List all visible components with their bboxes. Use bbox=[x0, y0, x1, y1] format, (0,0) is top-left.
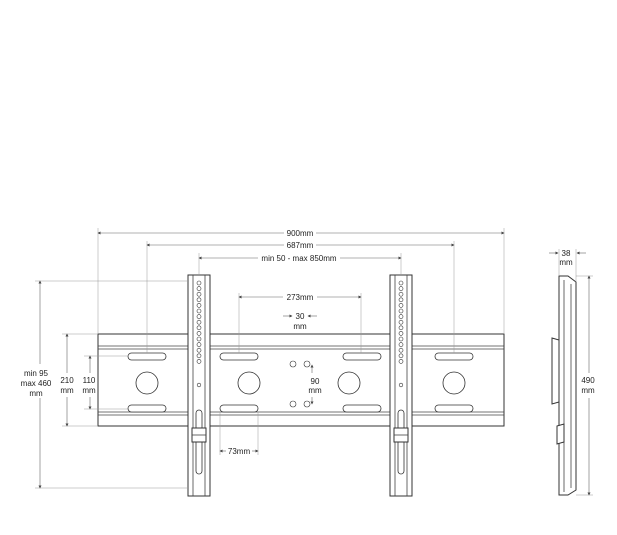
screw-hole bbox=[398, 382, 404, 388]
dim-overall-width-label: 900mm bbox=[287, 229, 314, 238]
dim-arm-spacing-label: min 50 - max 850mm bbox=[261, 254, 336, 263]
dim-outer-slot-span: 687mm bbox=[146, 241, 455, 353]
dim-height: 490 mm bbox=[576, 275, 595, 496]
dim-center-hole-v: 90 mm bbox=[308, 364, 322, 405]
dim-slot-offset: 73mm bbox=[219, 412, 259, 456]
adjustment-hole bbox=[398, 353, 404, 359]
dim-slot-span-v-unit: mm bbox=[82, 386, 96, 395]
adjustment-hole bbox=[196, 303, 202, 308]
adjustment-hole bbox=[196, 342, 202, 347]
adjustment-hole bbox=[196, 297, 202, 303]
dim-arm-height-line3: mm bbox=[29, 389, 43, 398]
dim-plate-height: 210 mm bbox=[60, 333, 98, 427]
adjustment-hole bbox=[398, 325, 404, 331]
cable-holes bbox=[135, 371, 466, 395]
dim-height-unit: mm bbox=[581, 386, 595, 395]
adjustment-hole bbox=[398, 331, 404, 336]
dim-plate-height-label: 210 bbox=[60, 376, 74, 385]
bottom-mounting-slots bbox=[127, 404, 474, 413]
dim-overall-width: 900mm bbox=[97, 228, 505, 334]
adjustment-hole bbox=[398, 303, 404, 308]
dim-depth-label: 38 bbox=[562, 249, 571, 258]
dim-slot-span-v: 110 mm bbox=[82, 355, 128, 410]
dim-plate-height-unit: mm bbox=[60, 386, 74, 395]
adjustment-hole bbox=[398, 291, 404, 297]
dim-outer-slot-span-label: 687mm bbox=[287, 241, 314, 250]
dim-depth: 38 mm bbox=[549, 249, 586, 282]
dim-center-hole-h: 30 mm bbox=[283, 312, 317, 331]
adjustment-hole bbox=[196, 286, 202, 291]
side-view bbox=[551, 275, 577, 496]
adjustment-hole bbox=[196, 331, 202, 336]
adjustment-hole bbox=[196, 319, 202, 325]
adjustment-hole bbox=[196, 280, 202, 286]
left-tv-arm bbox=[187, 274, 211, 497]
adjustment-hole bbox=[398, 297, 404, 303]
right-tv-arm bbox=[389, 274, 413, 497]
dim-center-hole-v-unit: mm bbox=[308, 386, 322, 395]
adjustment-hole bbox=[398, 314, 404, 319]
dim-center-hole-v-label: 90 bbox=[311, 377, 320, 386]
adjustment-hole bbox=[196, 353, 202, 359]
dim-arm-height-line2: max 460 bbox=[21, 379, 52, 388]
adjustment-hole bbox=[196, 291, 202, 297]
dim-inner-slot-span-label: 273mm bbox=[287, 293, 314, 302]
adjustment-hole bbox=[398, 319, 404, 325]
dim-slot-offset-label: 73mm bbox=[228, 447, 251, 456]
dim-arm-height: min 95 max 460 mm bbox=[21, 280, 188, 489]
dim-slot-span-v-label: 110 bbox=[83, 376, 96, 385]
adjustment-hole bbox=[196, 336, 202, 342]
dim-height-label: 490 bbox=[581, 376, 595, 385]
adjustment-hole bbox=[196, 347, 202, 353]
dim-depth-unit: mm bbox=[559, 258, 573, 267]
adjustment-hole bbox=[398, 286, 404, 291]
dim-center-hole-h-unit: mm bbox=[293, 322, 307, 331]
center-holes bbox=[289, 360, 311, 408]
adjustment-hole bbox=[398, 336, 404, 342]
adjustment-hole bbox=[398, 342, 404, 347]
screw-hole bbox=[196, 382, 202, 388]
adjustment-hole bbox=[398, 359, 404, 364]
adjustment-hole bbox=[196, 359, 202, 364]
adjustment-hole bbox=[196, 325, 202, 331]
dim-inner-slot-span: 273mm bbox=[238, 293, 362, 353]
dim-center-hole-h-label: 30 bbox=[296, 312, 305, 321]
adjustment-hole bbox=[398, 347, 404, 353]
adjustment-hole bbox=[196, 308, 202, 314]
dim-arm-spacing: min 50 - max 850mm bbox=[198, 253, 402, 275]
adjustment-hole bbox=[398, 308, 404, 314]
dim-arm-height-line1: min 95 bbox=[24, 369, 49, 378]
adjustment-hole bbox=[196, 314, 202, 319]
adjustment-hole bbox=[398, 280, 404, 286]
